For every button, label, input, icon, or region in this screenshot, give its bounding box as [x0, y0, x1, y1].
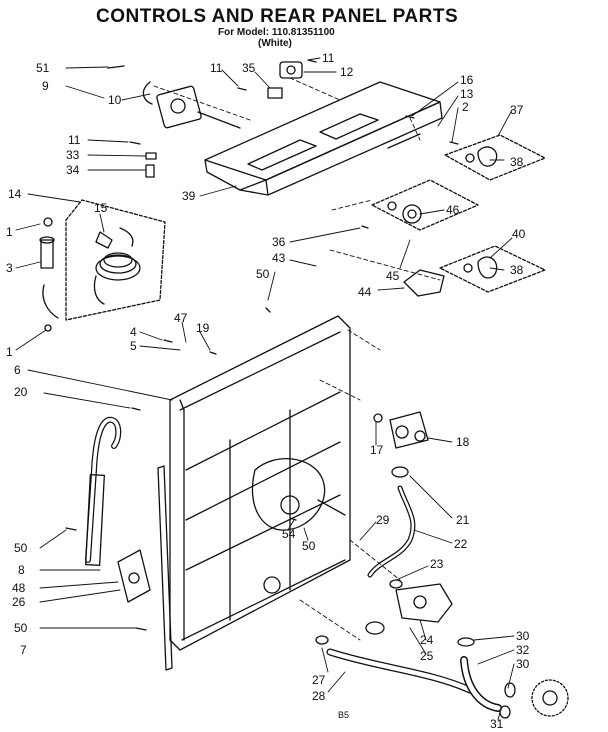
callout-label: 19: [196, 321, 210, 335]
rear-panel: [169, 315, 351, 651]
fasteners: [44, 59, 459, 631]
callout-label: 38: [510, 263, 524, 277]
callout-label: 11: [210, 61, 223, 75]
color-variant: (White): [258, 38, 292, 49]
callout-label: 14: [8, 187, 22, 201]
footer-mark: B5: [338, 710, 349, 720]
callout-label: 48: [12, 581, 26, 595]
callout-label: 40: [512, 227, 526, 241]
callout-label: 7: [20, 643, 27, 657]
callout-label: 11: [68, 133, 81, 147]
callout-label: 12: [340, 65, 354, 79]
callout-label: 9: [42, 79, 49, 93]
callout-label: 2: [462, 100, 469, 114]
drain-hose: [85, 416, 122, 566]
callout-label: 35: [242, 61, 256, 75]
callout-label: 39: [182, 189, 196, 203]
callout-label: 6: [14, 363, 21, 377]
callout-label: 13: [460, 87, 474, 101]
knob-group-lower: [439, 245, 546, 293]
outlet-hose: [457, 637, 516, 719]
callout-label: 22: [454, 537, 468, 551]
callout-label: 8: [18, 563, 25, 577]
selector-switch: [371, 179, 479, 231]
callout-label: 31: [490, 717, 504, 731]
callout-label: 17: [370, 443, 384, 457]
callout-label: 51: [36, 61, 50, 75]
callout-label: 28: [312, 689, 326, 703]
callout-label: 50: [14, 541, 28, 555]
lower-hose: [315, 621, 474, 694]
callout-label: 20: [14, 385, 28, 399]
callout-label: 23: [430, 557, 444, 571]
knob-group-upper: [444, 134, 546, 181]
callout-label: 54: [282, 527, 296, 541]
callout-leaders: [15, 57, 515, 721]
callout-label: 45: [386, 269, 400, 283]
power-cord-group: [65, 199, 166, 321]
callout-label: 15: [94, 201, 108, 215]
callout-label: 4: [130, 325, 137, 339]
callout-label: 32: [516, 643, 530, 657]
callout-label: 34: [66, 163, 80, 177]
pump-mount: [251, 458, 346, 594]
callout-label: 11: [322, 51, 335, 65]
model-number: For Model: 110.81351100: [218, 27, 335, 38]
control-console: [204, 81, 443, 196]
callout-label: 37: [510, 103, 524, 117]
callout-label: 43: [272, 251, 286, 265]
callout-label: 38: [510, 155, 524, 169]
hose-bracket: [117, 549, 151, 603]
callout-label: 50: [302, 539, 316, 553]
side-rail: [157, 465, 173, 671]
timer-assembly: [142, 81, 241, 129]
callout-labels: 51 9 10 11 35 11 12 16 13 2 37 38 11 33 …: [6, 51, 530, 731]
callout-label: 46: [446, 203, 460, 217]
callout-label: 18: [456, 435, 470, 449]
callout-label: 30: [516, 629, 530, 643]
callout-label: 29: [376, 513, 390, 527]
callout-label: 24: [420, 633, 434, 647]
callout-label: 16: [460, 73, 474, 87]
callout-label: 25: [420, 649, 434, 663]
callout-label: 21: [456, 513, 470, 527]
callout-label: 27: [312, 673, 326, 687]
callout-label: 47: [174, 311, 188, 325]
callout-label: 3: [6, 261, 13, 275]
callout-label: 33: [66, 148, 80, 162]
guide-lines: [153, 77, 441, 641]
callout-label: 30: [516, 657, 530, 671]
callout-label: 50: [256, 267, 270, 281]
pump: [389, 579, 453, 623]
diagram-title: CONTROLS AND REAR PANEL PARTS: [96, 6, 459, 27]
callout-label: 10: [108, 93, 122, 107]
callout-label: 26: [12, 595, 26, 609]
callout-label: 36: [272, 235, 286, 249]
callout-label: 50: [14, 621, 28, 635]
callout-label: 1: [6, 225, 13, 239]
water-valve: [373, 411, 429, 449]
callout-label: 1: [6, 345, 13, 359]
callout-label: 44: [358, 285, 372, 299]
switch-parts: [267, 61, 303, 99]
strain-relief: [39, 217, 59, 319]
dial-knob: [403, 269, 445, 297]
motor-hub: [531, 679, 569, 717]
callout-label: 5: [130, 339, 137, 353]
